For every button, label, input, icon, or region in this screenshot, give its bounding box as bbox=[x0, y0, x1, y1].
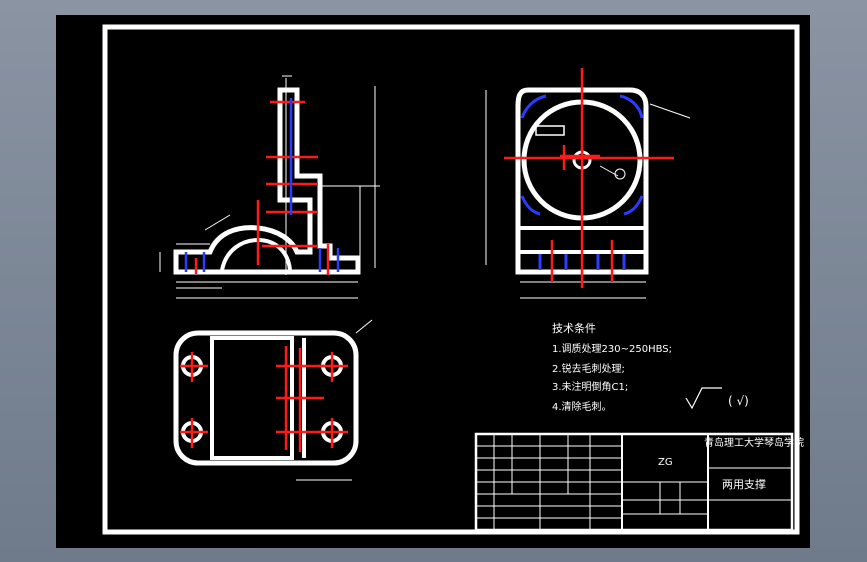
title-block-school: 青岛理工大学琴岛学院 bbox=[704, 436, 804, 449]
title-block-material: ZG bbox=[658, 457, 673, 468]
front-view-centerlines-red bbox=[194, 100, 330, 275]
front-view bbox=[159, 75, 380, 299]
tech-title: 技术条件 bbox=[552, 321, 596, 335]
drawing-sheet bbox=[56, 15, 810, 548]
tech-item-2: 2.锐去毛刺处理; bbox=[552, 362, 625, 375]
drawing-border bbox=[102, 24, 800, 535]
title-block-part-name: 两用支撑 bbox=[722, 477, 766, 491]
top-view-centerlines-red bbox=[180, 346, 348, 452]
roughness-suffix: ( √) bbox=[728, 394, 749, 408]
side-view-centerlines-red bbox=[504, 68, 674, 288]
front-view-hidden-blue bbox=[184, 98, 340, 272]
tech-item-4: 4.清除毛刺。 bbox=[552, 400, 612, 413]
tech-item-3: 3.未注明倒角C1; bbox=[552, 380, 628, 393]
technical-requirements: 技术条件 1.调质处理230~250HBS; 2.锐去毛刺处理; 3.未注明倒角… bbox=[552, 321, 672, 413]
roughness-symbol: ( √) bbox=[685, 387, 749, 410]
tech-item-1: 1.调质处理230~250HBS; bbox=[552, 343, 672, 355]
title-block bbox=[474, 432, 794, 532]
side-view-hidden-blue bbox=[520, 94, 644, 270]
